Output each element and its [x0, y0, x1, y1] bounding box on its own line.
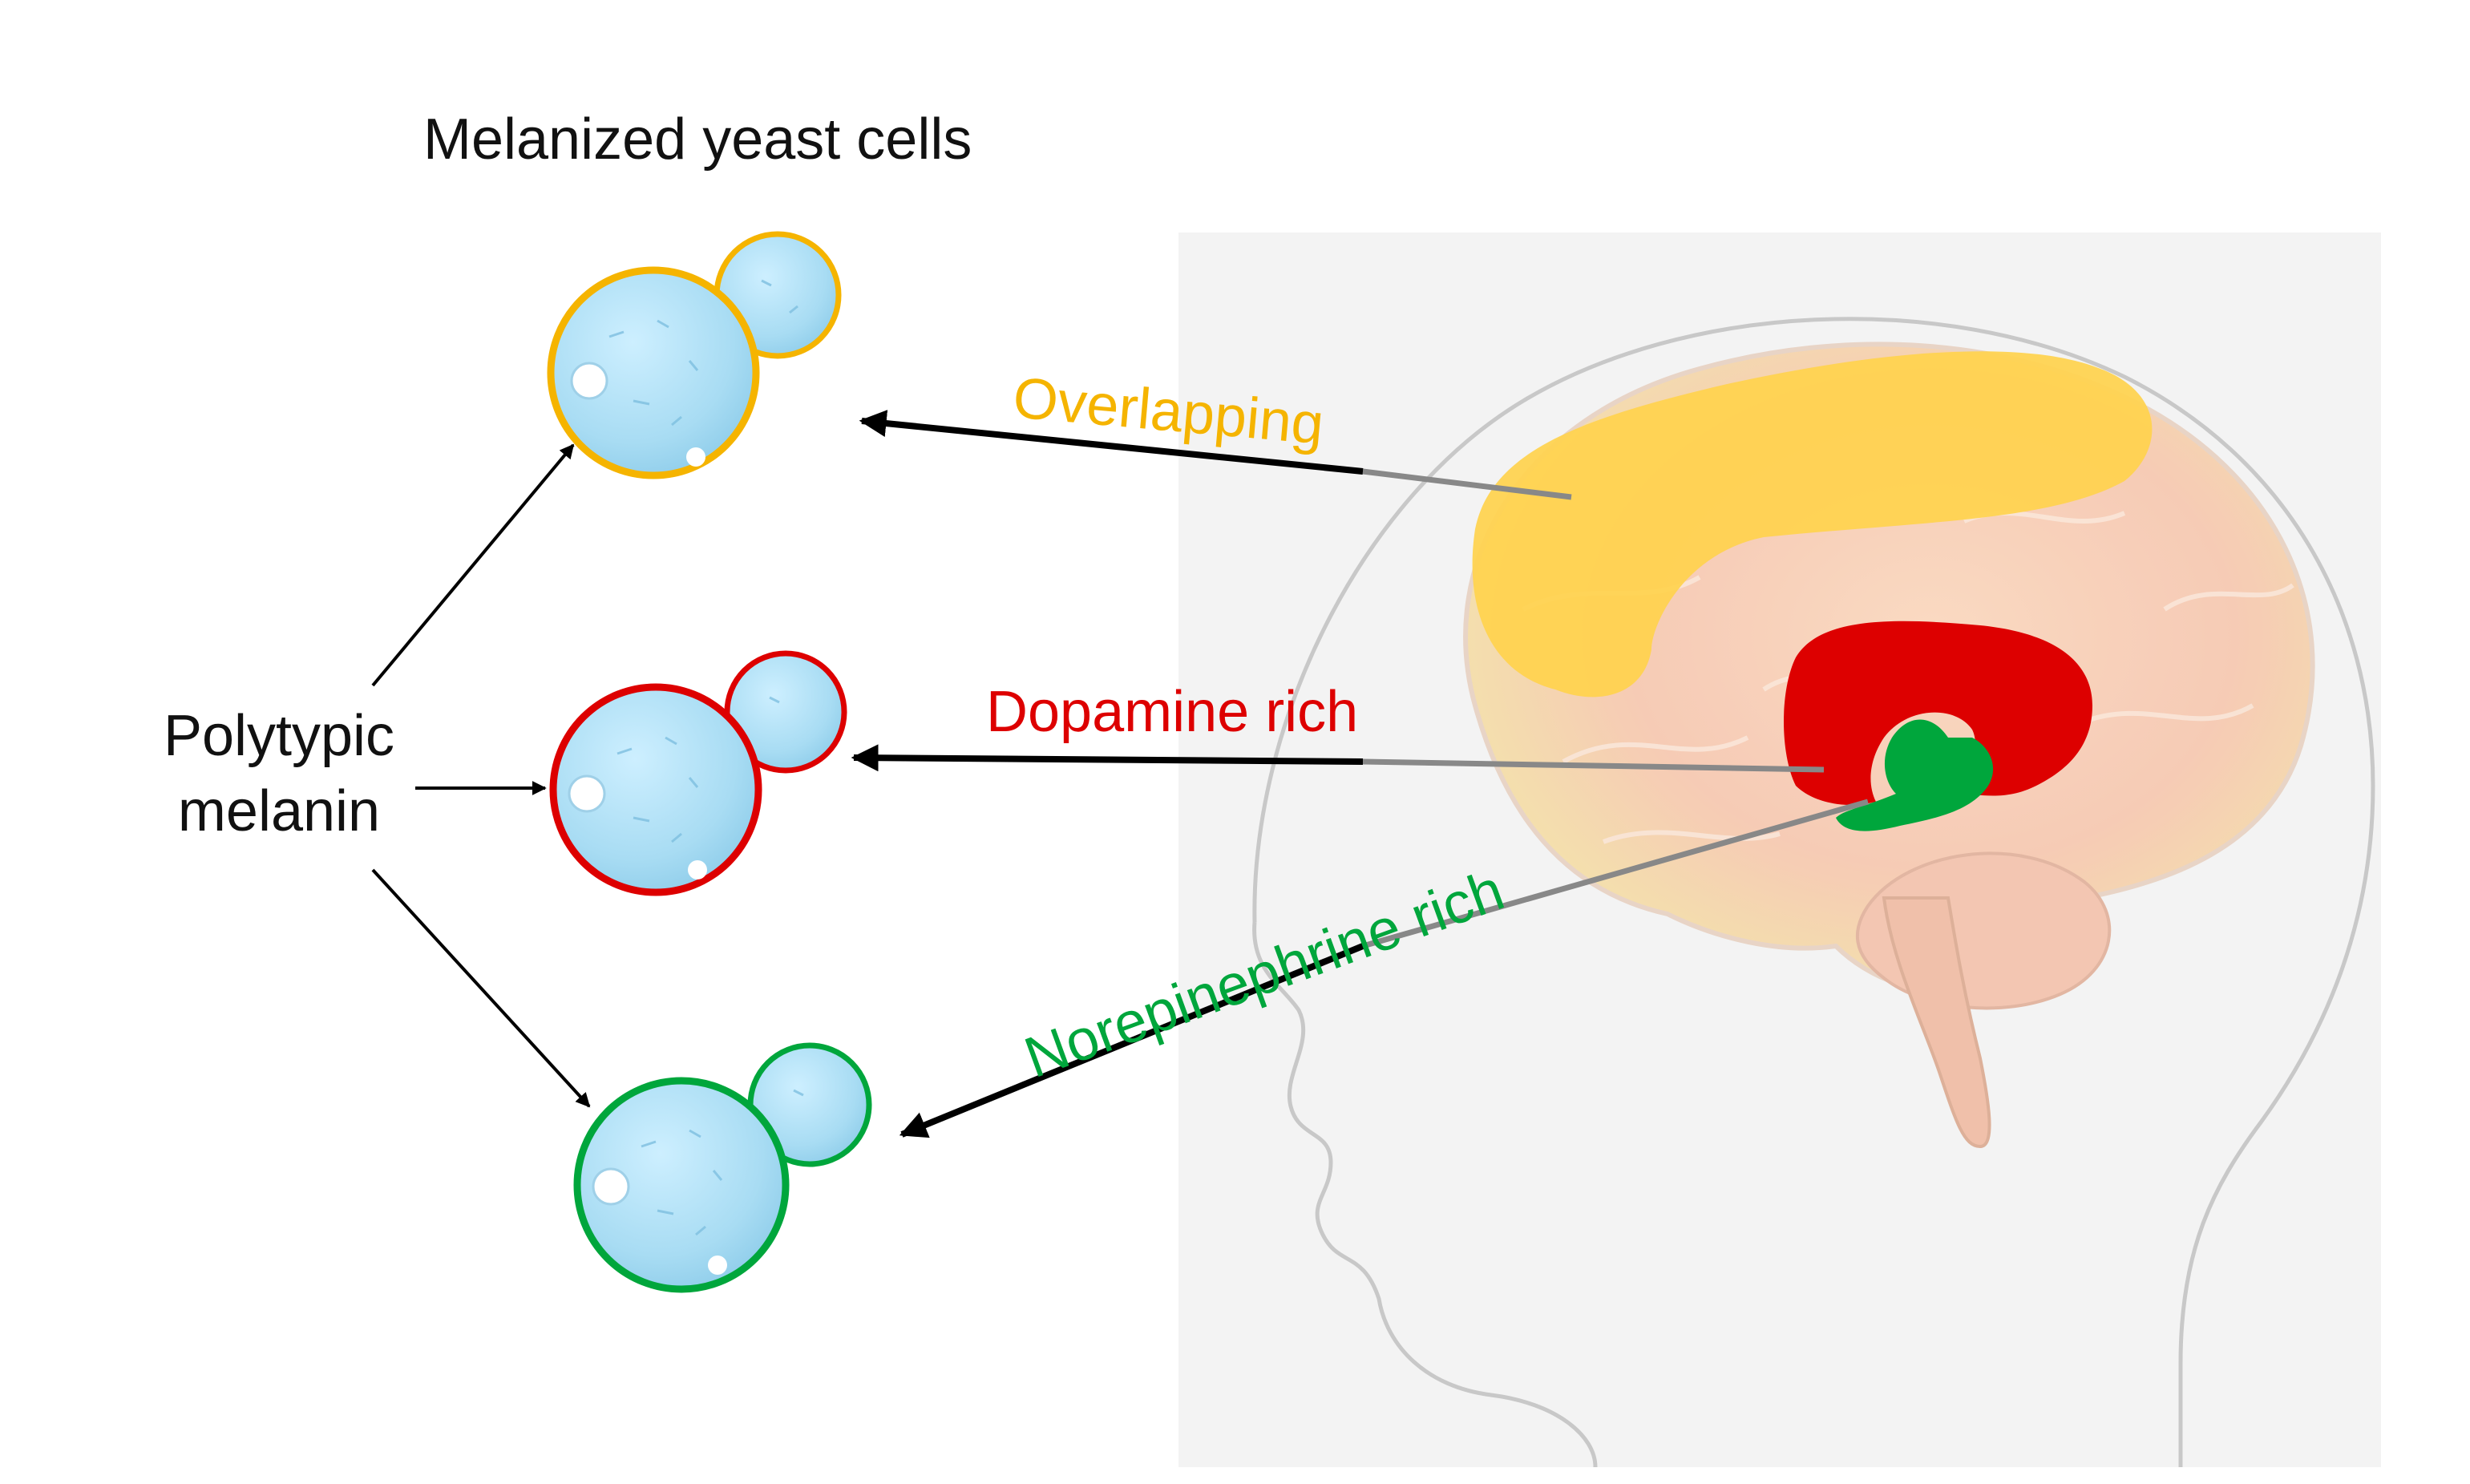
dopamine-rich-label: Dopamine rich [986, 680, 1358, 744]
arrow-to-green-cell [371, 868, 591, 1108]
polytypic-melanin-label-line1: Polytypic [164, 704, 394, 768]
arrow-norepinephrine [899, 799, 1869, 1138]
yeast-cell-yellow [547, 231, 842, 479]
arrow-dopamine [851, 744, 1825, 773]
polytypic-melanin-label-line2: melanin [178, 779, 380, 843]
yeast-cell-red [549, 650, 847, 896]
head-silhouette [1252, 317, 2375, 1468]
brain-stem [1882, 896, 1991, 1149]
arrow-to-yellow-cell [371, 443, 575, 687]
overlapping-region [1472, 351, 2153, 698]
arrow-overlapping [859, 410, 1572, 500]
dopamine-region [1784, 621, 2092, 805]
norepinephrine-region [1836, 719, 1994, 831]
yeast-cell-green [573, 1042, 872, 1293]
diagram-title: Melanized yeast cells [423, 107, 972, 172]
